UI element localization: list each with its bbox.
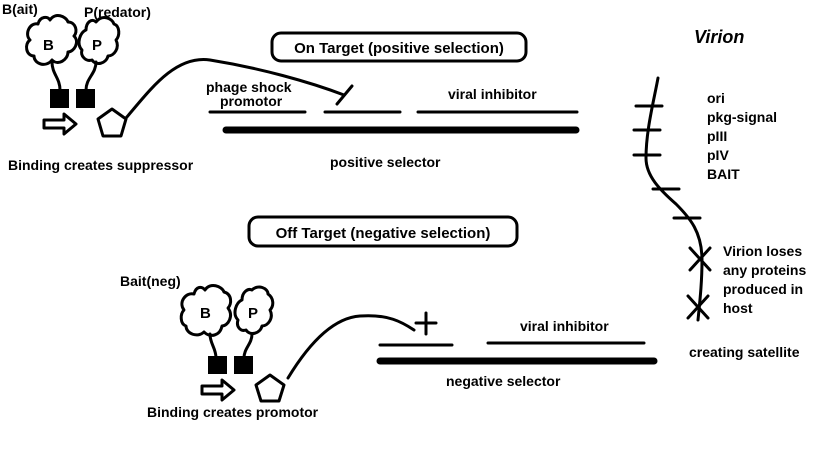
- section-title-top: On Target (positive selection): [294, 40, 504, 57]
- bait-tether-bottom: [208, 332, 218, 360]
- arrow-icon-top: [42, 112, 78, 136]
- predator-tether-top: [84, 60, 98, 92]
- pentagon-icon-top: [96, 107, 128, 138]
- repression-bar: [335, 84, 354, 106]
- predator-fusion-block-top: [76, 89, 95, 108]
- gene-label-bottom: viral inhibitor: [520, 318, 609, 334]
- virion-note-line-2: any proteins: [723, 262, 806, 278]
- caption-top: Binding creates suppressor: [8, 157, 194, 173]
- genome-item-5: BAIT: [707, 166, 740, 182]
- pentagon-icon-bottom: [254, 373, 286, 403]
- bait-letter-bottom: B: [200, 305, 211, 322]
- genome-item-3: pIII: [707, 128, 727, 144]
- bait-protein-blob-bottom: [179, 284, 233, 337]
- loss-cross-icon-2: [686, 294, 710, 320]
- activator-curve: [286, 314, 416, 380]
- predator-letter-top: P: [92, 37, 102, 54]
- genome-item-4: pIV: [707, 147, 729, 163]
- promoter-label-line1: phage shock: [206, 79, 292, 95]
- selector-label-bottom: negative selector: [446, 373, 561, 389]
- bait-label-top: B(ait): [2, 1, 38, 17]
- predator-label-top: P(redator): [84, 4, 151, 20]
- predator-letter-bottom: P: [248, 305, 258, 322]
- bait-letter-top: B: [43, 37, 54, 54]
- bait-protein-blob-top: [25, 14, 78, 66]
- loss-cross-icon-1: [688, 246, 712, 272]
- arrow-icon-bottom: [200, 378, 236, 402]
- predator-protein-blob-bottom: [233, 285, 275, 335]
- caption-bottom: Binding creates promotor: [147, 404, 319, 420]
- bait-label-bottom: Bait(neg): [120, 273, 181, 289]
- virion-genome-strand: [644, 76, 704, 322]
- section-title-bottom: Off Target (negative selection): [276, 225, 491, 242]
- bait-fusion-block-bottom: [208, 356, 227, 374]
- gene-label-top: viral inhibitor: [448, 86, 537, 102]
- section-title-box-bottom: [247, 215, 519, 248]
- virion-note-line-4: host: [723, 300, 753, 316]
- predator-protein-blob-top: [77, 16, 121, 65]
- bait-tether-top: [50, 60, 62, 92]
- virion-footer: creating satellite: [689, 344, 800, 360]
- virion-note-line-1: Virion loses: [723, 243, 802, 259]
- promoter-label-line2: promotor: [220, 93, 283, 109]
- virion-title: Virion: [694, 27, 744, 47]
- bait-fusion-block-top: [50, 89, 69, 108]
- selector-label-top: positive selector: [330, 154, 441, 170]
- suppressor-curve: [124, 58, 346, 120]
- predator-fusion-block-bottom: [234, 356, 253, 374]
- section-title-box-top: [270, 31, 528, 63]
- genome-item-2: pkg-signal: [707, 109, 777, 125]
- predator-tether-bottom: [242, 332, 254, 360]
- virion-note-line-3: produced in: [723, 281, 803, 297]
- genome-item-1: ori: [707, 90, 725, 106]
